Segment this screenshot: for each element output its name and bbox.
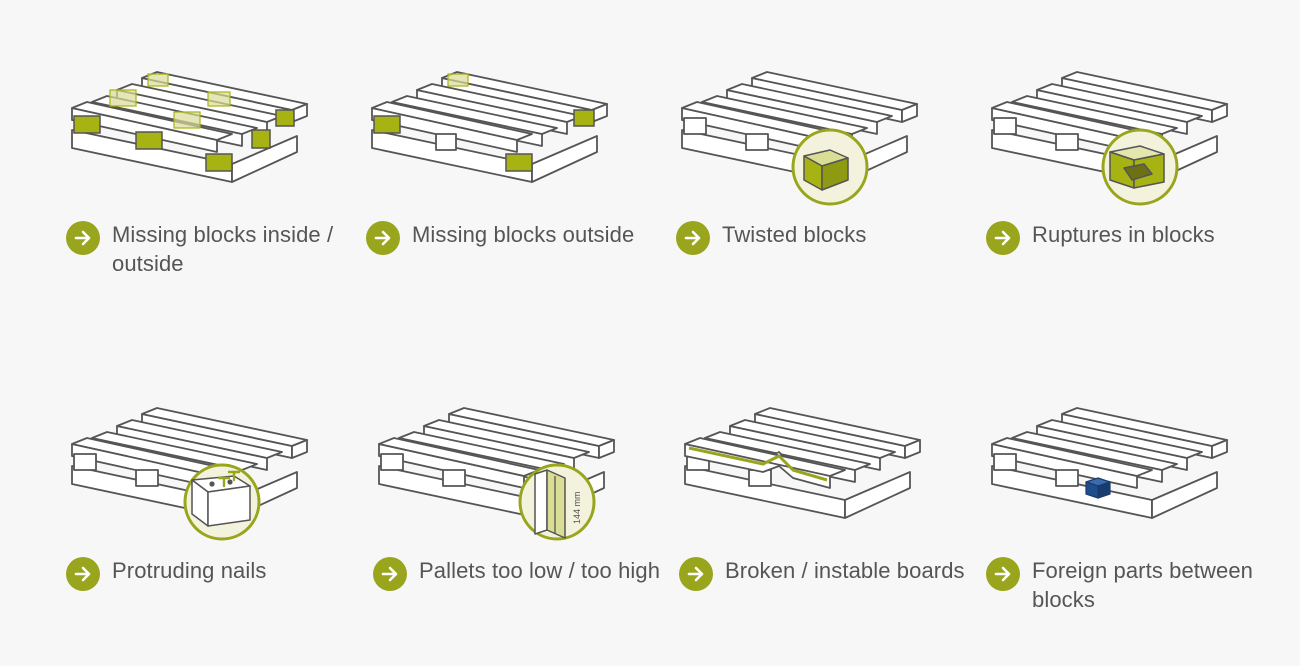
arrow-right-icon[interactable] [373, 557, 407, 591]
defect-caption[interactable]: Pallets too low / too high [373, 556, 663, 591]
defect-label: Missing blocks outside [412, 222, 635, 247]
defect-label: Protruding nails [112, 558, 267, 583]
pallet-illustration [62, 396, 362, 596]
defect-caption[interactable]: Foreign parts between blocks [986, 556, 1276, 614]
pallet-illustration [62, 60, 362, 260]
defect-label: Broken / instable boards [725, 558, 965, 583]
defect-label: Foreign parts between blocks [1032, 558, 1254, 612]
defect-caption[interactable]: Ruptures in blocks [986, 220, 1276, 255]
arrow-right-icon[interactable] [676, 221, 710, 255]
defect-tile-ruptures-in-blocks: Ruptures in blocks [982, 60, 1282, 360]
height-dimension-label: 144 mm [572, 491, 582, 524]
pallet-illustration [675, 396, 975, 596]
defect-tile-missing-blocks-outside: Missing blocks outside [362, 60, 662, 360]
defect-label: Pallets too low / too high [419, 558, 661, 583]
pallet-illustration [982, 60, 1282, 260]
pallet-illustration [362, 60, 662, 260]
defect-tile-foreign-parts-between-blocks: Foreign parts between blocks [982, 396, 1282, 666]
defect-label: Ruptures in blocks [1032, 222, 1215, 247]
defect-caption[interactable]: Protruding nails [66, 556, 356, 591]
pallet-illustration: 144 mm [369, 396, 669, 596]
defect-tile-pallets-too-low-too-high: 144 mm Pallets too low / too high [369, 396, 669, 666]
pallet-illustration [672, 60, 972, 260]
defect-label: Twisted blocks [722, 222, 867, 247]
pallet-illustration [982, 396, 1282, 596]
defect-tile-twisted-blocks: Twisted blocks [672, 60, 972, 360]
defect-tile-missing-blocks-inside-outside: Missing blocks inside / outside [62, 60, 362, 360]
arrow-right-icon[interactable] [679, 557, 713, 591]
defect-caption[interactable]: Missing blocks outside [366, 220, 656, 255]
arrow-right-icon[interactable] [66, 557, 100, 591]
arrow-right-icon[interactable] [366, 221, 400, 255]
defect-caption[interactable]: Missing blocks inside / outside [66, 220, 356, 278]
defect-caption[interactable]: Twisted blocks [676, 220, 966, 255]
arrow-right-icon[interactable] [986, 221, 1020, 255]
arrow-right-icon[interactable] [986, 557, 1020, 591]
defect-label: Missing blocks inside / outside [112, 222, 334, 276]
defect-tile-protruding-nails: Protruding nails [62, 396, 362, 666]
defect-caption[interactable]: Broken / instable boards [679, 556, 969, 591]
defect-tile-broken-instable-boards: Broken / instable boards [675, 396, 975, 666]
arrow-right-icon[interactable] [66, 221, 100, 255]
